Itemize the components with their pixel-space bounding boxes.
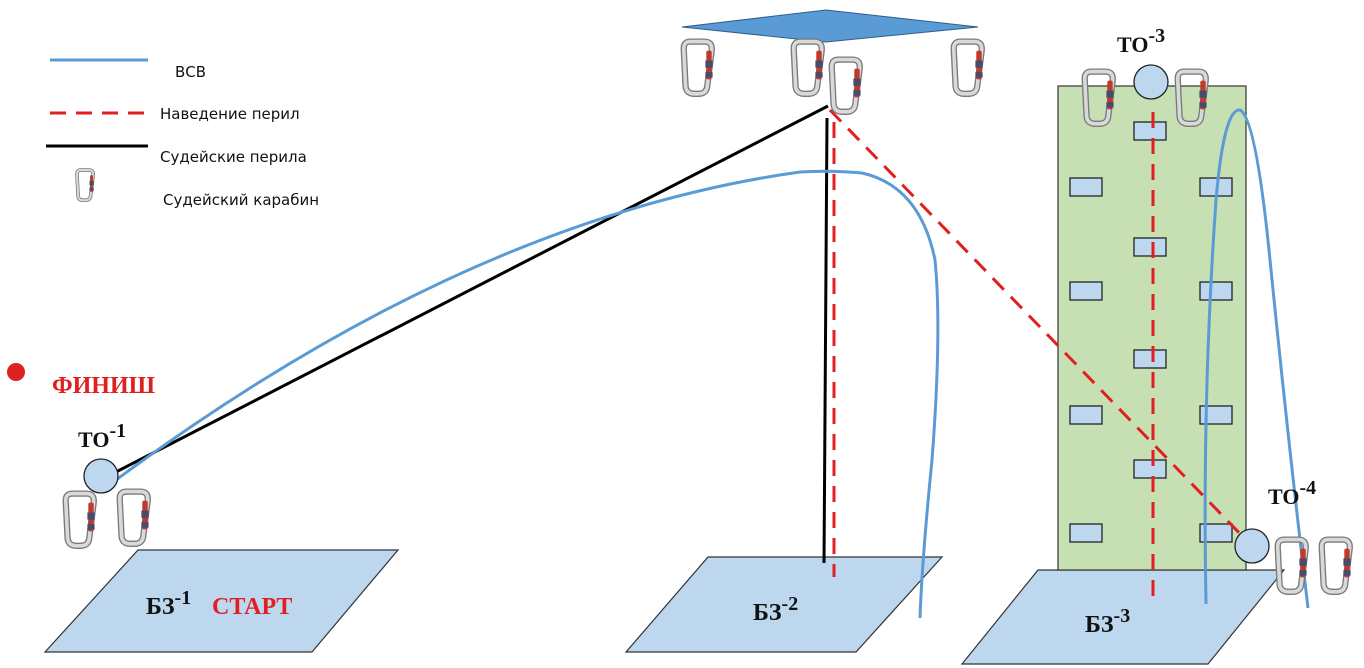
rail-setup-diagonal — [828, 108, 1252, 546]
zone-bz2 — [624, 556, 944, 653]
zone-bz1-label-base: БЗ — [146, 594, 175, 620]
wall-hold — [1199, 523, 1233, 543]
anchor-to4-label: ТО-4 — [1268, 477, 1316, 509]
zone-bz2-label: БЗ-2 — [753, 593, 798, 626]
carabiner-icon — [66, 494, 95, 546]
legend-vsv-label: ВСВ — [175, 63, 206, 81]
finish-label: ФИНИШ — [52, 373, 155, 399]
zone-bz3-label-sup: -3 — [1114, 605, 1131, 627]
vsv-rope-traverse — [115, 169, 940, 619]
zone-bz1-label: БЗ-1 — [146, 587, 191, 620]
anchor-to3-label-base: ТО — [1117, 32, 1149, 57]
zone-bz2-label-base: БЗ — [753, 600, 782, 626]
judge-rail-vertical — [822, 117, 829, 564]
anchor-to4 — [1234, 528, 1270, 564]
anchor-to4-label-sup: -4 — [1300, 477, 1317, 499]
carabiner-icon — [120, 492, 149, 544]
wall-hold — [1133, 349, 1167, 369]
anchor-to3 — [1133, 64, 1169, 100]
zone-bz3-label-base: БЗ — [1085, 612, 1114, 638]
wall-hold — [1199, 281, 1233, 301]
legend-rail-setup-label: Наведение перил — [160, 105, 300, 123]
anchor-to1-label-base: ТО — [78, 427, 110, 452]
anchor-to3-label: ТО-3 — [1117, 25, 1165, 57]
wall-hold — [1133, 459, 1167, 479]
zone-bz3-label: БЗ-3 — [1085, 605, 1130, 638]
finish-marker-dot — [7, 363, 25, 381]
wall-hold — [1199, 405, 1233, 425]
vsv-rope-wall — [1203, 108, 1310, 609]
wall-hold — [1069, 523, 1103, 543]
judge-rail-traverse — [113, 104, 829, 475]
zone-bz2-label-sup: -2 — [782, 593, 799, 615]
carabiner-icon — [1322, 540, 1351, 592]
anchor-to1-label: ТО-1 — [78, 420, 126, 452]
carabiner-icon — [832, 60, 861, 112]
carabiner-icon — [684, 42, 713, 94]
legend-judge-rails-label: Судейские перила — [160, 148, 307, 166]
wall-hold — [1069, 177, 1103, 197]
top-platform — [681, 9, 979, 43]
zone-bz1-label-sup: -1 — [175, 587, 192, 609]
legend-judge-carabiner-label: Судейский карабин — [163, 191, 319, 209]
wall-hold — [1133, 121, 1167, 141]
wall-hold — [1069, 281, 1103, 301]
carabiner-icon — [75, 168, 96, 203]
anchor-to4-label-base: ТО — [1268, 484, 1300, 509]
legend: ВСВ Наведение перил Судейские перила Суд… — [46, 58, 319, 209]
start-label: СТАРТ — [212, 594, 292, 620]
carabiner-icon — [794, 42, 823, 94]
carabiner-icon — [954, 42, 983, 94]
anchor-to1-label-sup: -1 — [110, 420, 127, 442]
zone-bz1 — [43, 549, 400, 653]
wall-hold — [1133, 237, 1167, 257]
anchor-to3-label-sup: -3 — [1149, 25, 1166, 47]
wall-hold — [1069, 405, 1103, 425]
anchor-to1 — [83, 458, 119, 494]
